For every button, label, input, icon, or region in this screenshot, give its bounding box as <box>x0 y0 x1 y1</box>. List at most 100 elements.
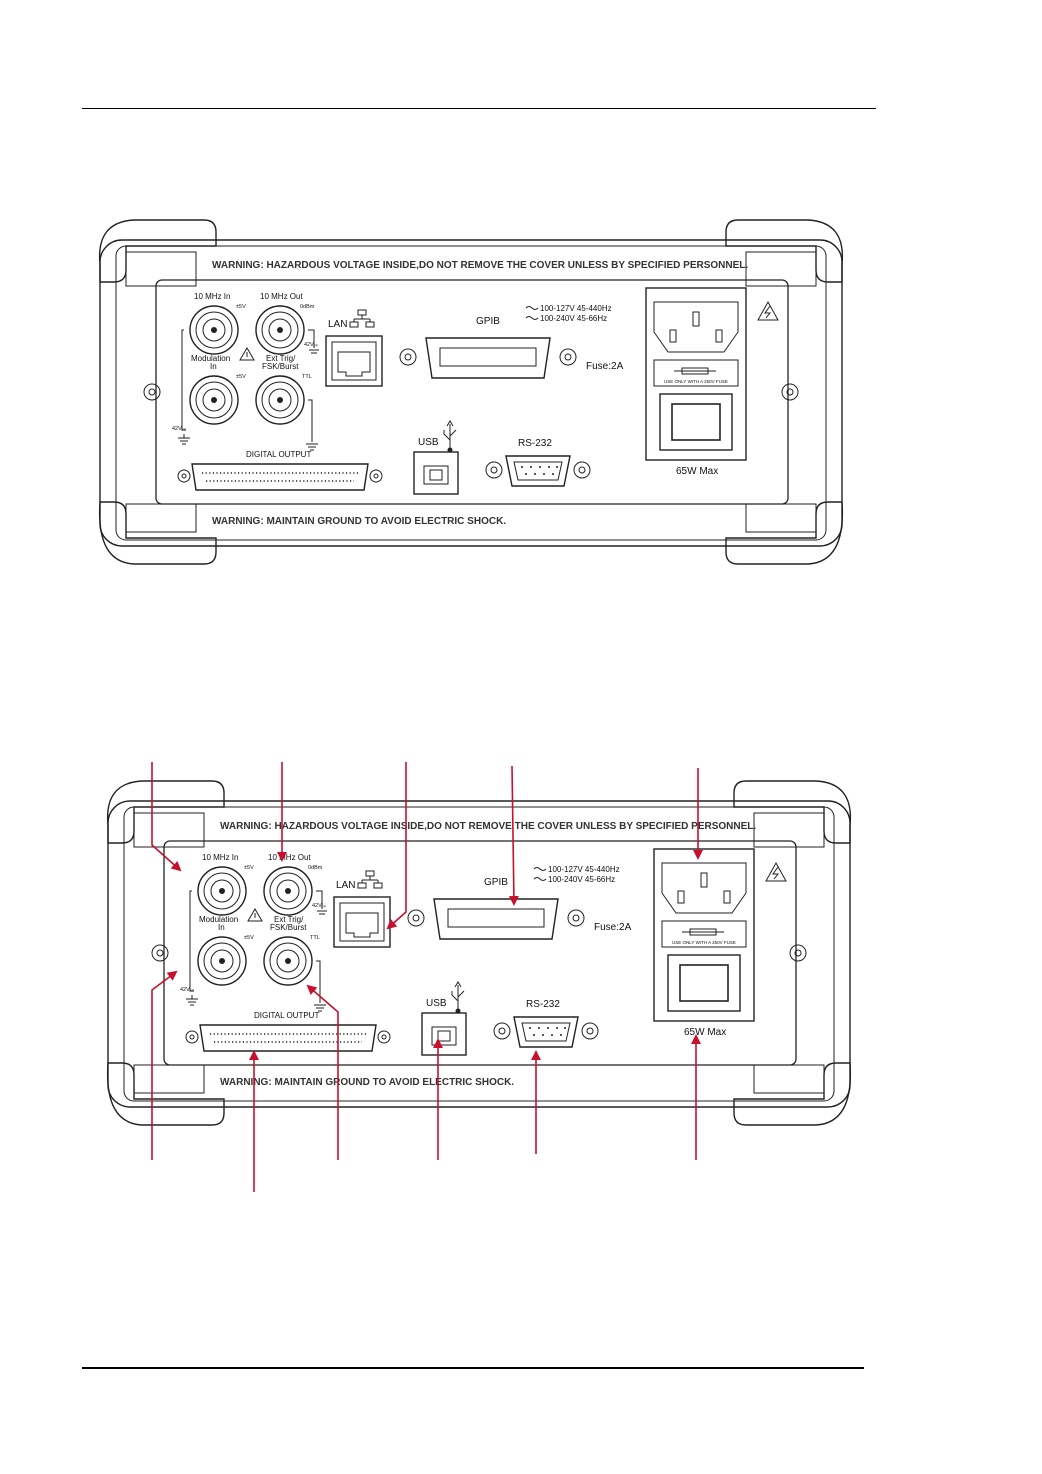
callout-10mhz-in <box>151 762 182 872</box>
fuse-note: USE ONLY WITH A 250V FUSE <box>664 379 728 384</box>
ground-icon-right <box>306 443 318 451</box>
bnc-ext-trig[interactable]: Ext Trig/ FSK/Burst TTL <box>263 915 320 986</box>
trig-label-1: Ext Trig/ <box>274 915 304 924</box>
usb-icon <box>443 420 457 453</box>
mod-label-2: In <box>210 362 217 371</box>
bnc-10mhz-out[interactable]: 10 MHz Out 0dBm <box>263 853 323 916</box>
ref-in-label: 10 MHz In <box>202 853 238 862</box>
connector-plate <box>163 840 797 1066</box>
fuse-holder[interactable]: USE ONLY WITH A 250V FUSE <box>661 920 747 948</box>
rs232-label: RS-232 <box>518 438 552 449</box>
usb-icon <box>451 981 465 1014</box>
bnc-modulation-in[interactable]: Modulation In ±5V <box>197 915 254 986</box>
warning-bottom-text: WARNING: MAINTAIN GROUND TO AVOID ELECTR… <box>212 516 506 527</box>
warning-top-text: WARNING: HAZARDOUS VOLTAGE INSIDE,DO NOT… <box>212 260 748 271</box>
mod-level: ±5V <box>236 374 246 380</box>
ground-icon-left <box>186 995 198 1006</box>
float-voltage-right: 42Vₚₖ <box>312 903 327 909</box>
screw-left <box>143 383 161 401</box>
warning-triangle-icon <box>247 908 263 922</box>
bnc-modulation-in[interactable]: Modulation In ±5V <box>189 354 246 425</box>
screw-right <box>789 944 807 962</box>
mains-text-1: 100-127V 45-440Hz <box>540 304 612 313</box>
bumper-top-left <box>98 219 217 283</box>
warning-bottom-text: WARNING: MAINTAIN GROUND TO AVOID ELECTR… <box>220 1077 514 1088</box>
bumper-bottom-right <box>733 1062 852 1126</box>
rs232-label: RS-232 <box>526 999 560 1010</box>
ac-icon <box>525 306 539 320</box>
bnc-10mhz-out[interactable]: 10 MHz Out 0dBm <box>255 292 315 355</box>
fuse-note: USE ONLY WITH A 250V FUSE <box>672 940 736 945</box>
connector-plate <box>155 279 789 505</box>
ac-icon <box>533 867 547 881</box>
usb-label: USB <box>426 998 447 1009</box>
bumper-top-right <box>733 780 852 844</box>
fuse-holder[interactable]: USE ONLY WITH A 250V FUSE <box>653 359 739 387</box>
gpib-port[interactable] <box>399 337 577 379</box>
ref-in-level: ±5V <box>236 304 246 310</box>
bumper-bottom-left <box>98 501 217 565</box>
trig-level: TTL <box>310 935 320 941</box>
fuse-label: Fuse:2A <box>594 922 632 933</box>
warning-top-text: WARNING: HAZARDOUS VOLTAGE INSIDE,DO NOT… <box>220 821 756 832</box>
mod-label-1: Modulation <box>191 354 230 363</box>
power-inlet[interactable] <box>653 848 755 1022</box>
usb-port[interactable] <box>413 451 459 495</box>
chassis-inner <box>123 806 835 1102</box>
rear-panel: WARNING: HAZARDOUS VOLTAGE INSIDE,DO NOT… <box>98 219 844 565</box>
trig-label-2: FSK/Burst <box>270 923 307 932</box>
bumper-top-left <box>106 780 225 844</box>
warning-triangle-icon <box>239 347 255 361</box>
rs232-port[interactable] <box>485 455 591 487</box>
rear-panel-figure-2: WARNING: HAZARDOUS VOLTAGE INSIDE,DO NOT… <box>94 773 864 1133</box>
trig-label-1: Ext Trig/ <box>266 354 296 363</box>
float-voltage-left: 42Vₚₖ <box>172 426 187 432</box>
bnc-ext-trig[interactable]: Ext Trig/ FSK/Burst TTL <box>255 354 312 425</box>
float-voltage-right: 42Vₚₖ <box>304 342 319 348</box>
screw-left <box>151 944 169 962</box>
callout-lan <box>386 762 407 930</box>
mains-text-2: 100-240V 45-66Hz <box>548 875 615 884</box>
rear-panel-figure-1: WARNING: HAZARDOUS VOLTAGE INSIDE,DO NOT… <box>86 212 856 572</box>
mod-label-2: In <box>218 923 225 932</box>
rs232-port[interactable] <box>493 1016 599 1048</box>
digital-output-label: DIGITAL OUTPUT <box>254 1011 319 1020</box>
ground-icon-right <box>314 1004 326 1012</box>
callout-gpib <box>508 765 519 906</box>
lan-label: LAN <box>336 880 355 891</box>
ref-out-label: 10 MHz Out <box>268 853 311 862</box>
power-inlet[interactable] <box>645 287 747 461</box>
trig-level: TTL <box>302 374 312 380</box>
digital-output-label: DIGITAL OUTPUT <box>246 450 311 459</box>
chassis <box>107 800 851 1108</box>
lan-port[interactable] <box>325 335 383 387</box>
footer-rule <box>82 1367 864 1369</box>
ref-in-label: 10 MHz In <box>194 292 230 301</box>
network-icon <box>349 309 375 328</box>
mains-text-2: 100-240V 45-66Hz <box>540 314 607 323</box>
power-switch[interactable] <box>667 954 741 1012</box>
bnc-10mhz-in[interactable]: 10 MHz In ±5V <box>197 853 254 916</box>
float-voltage-left: 42Vₚₖ <box>180 987 195 993</box>
bnc-10mhz-in[interactable]: 10 MHz In ±5V <box>189 292 246 355</box>
trig-label-2: FSK/Burst <box>262 362 299 371</box>
fuse-label: Fuse:2A <box>586 361 624 372</box>
header-rule <box>82 108 876 109</box>
high-voltage-icon <box>757 300 779 321</box>
ref-out-level: 0dBm <box>308 865 323 871</box>
gpib-label: GPIB <box>484 877 508 888</box>
ground-icon-mid <box>317 910 327 915</box>
usb-port[interactable] <box>421 1012 467 1056</box>
power-label: 65W Max <box>684 1027 726 1038</box>
screw-right <box>781 383 799 401</box>
callout-ext-trig <box>306 984 339 1160</box>
power-switch[interactable] <box>659 393 733 451</box>
gpib-label: GPIB <box>476 316 500 327</box>
bumper-top-right <box>725 219 844 283</box>
rear-panel: WARNING: HAZARDOUS VOLTAGE INSIDE,DO NOT… <box>106 780 852 1126</box>
chassis-inner <box>115 245 827 541</box>
ref-out-label: 10 MHz Out <box>260 292 303 301</box>
digital-output-port[interactable] <box>177 463 383 491</box>
mod-label-1: Modulation <box>199 915 238 924</box>
